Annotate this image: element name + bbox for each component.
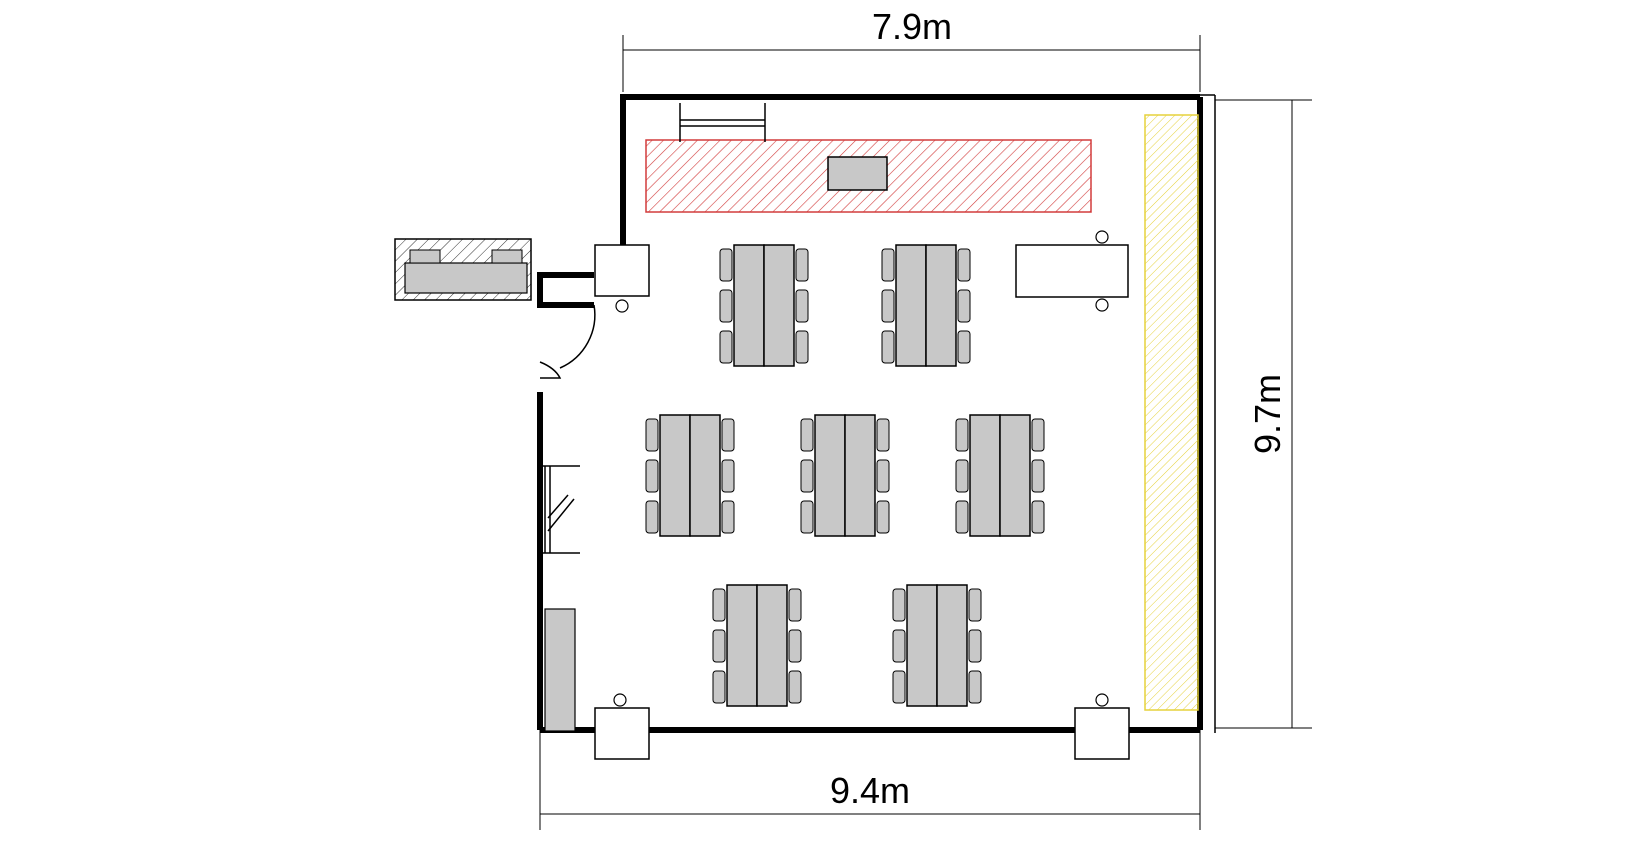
chair — [788, 588, 802, 622]
chair — [719, 248, 733, 282]
dimension-right — [1215, 99, 1312, 729]
screen-frame — [679, 103, 766, 142]
chair — [957, 330, 971, 364]
dimension-right-label: 9.7m — [1247, 374, 1288, 454]
chair — [645, 500, 659, 534]
table — [936, 584, 968, 707]
table — [659, 414, 691, 537]
chair — [968, 629, 982, 663]
chair — [712, 629, 726, 663]
chair — [712, 588, 726, 622]
podium — [827, 156, 888, 191]
table — [689, 414, 721, 537]
table — [895, 244, 927, 367]
chair — [881, 330, 895, 364]
table-group — [645, 414, 735, 537]
dimension-bottom-label: 9.4m — [830, 770, 910, 811]
chair — [968, 670, 982, 704]
table — [733, 244, 765, 367]
chair — [788, 670, 802, 704]
table-group — [892, 584, 982, 707]
table — [756, 584, 788, 707]
table-group — [881, 244, 971, 367]
chair — [892, 629, 906, 663]
chair — [721, 500, 735, 534]
chair — [876, 418, 890, 452]
table-groups — [645, 244, 1045, 707]
chair — [719, 289, 733, 323]
chair — [712, 670, 726, 704]
window-strip — [1144, 114, 1199, 711]
chair — [955, 418, 969, 452]
table — [726, 584, 758, 707]
dimension-top-label: 7.9m — [872, 6, 952, 47]
chair — [721, 459, 735, 493]
desk-top-right — [1015, 230, 1129, 312]
chair — [800, 459, 814, 493]
chair — [795, 330, 809, 364]
table — [969, 414, 1001, 537]
table-group — [719, 244, 809, 367]
table — [814, 414, 846, 537]
chair — [645, 459, 659, 493]
dimension-top — [622, 35, 1201, 92]
chair — [721, 418, 735, 452]
chair — [881, 248, 895, 282]
chair — [1031, 459, 1045, 493]
table-group — [800, 414, 890, 537]
table — [763, 244, 795, 367]
desk-bottom-right — [1074, 693, 1130, 760]
chair — [1031, 500, 1045, 534]
chair — [955, 500, 969, 534]
door — [539, 304, 596, 379]
chair — [788, 629, 802, 663]
table-group — [712, 584, 802, 707]
chair — [795, 248, 809, 282]
dimension-bottom — [539, 730, 1201, 830]
chair — [957, 289, 971, 323]
desk-bottom-left — [594, 693, 650, 760]
outside-bench — [394, 238, 532, 301]
chair — [719, 330, 733, 364]
chair — [645, 418, 659, 452]
chair — [800, 418, 814, 452]
chair — [957, 248, 971, 282]
chair — [968, 588, 982, 622]
table — [844, 414, 876, 537]
table — [906, 584, 938, 707]
chair — [892, 670, 906, 704]
table — [999, 414, 1031, 537]
chair — [876, 500, 890, 534]
chair — [800, 500, 814, 534]
chair — [1031, 418, 1045, 452]
chair — [881, 289, 895, 323]
table-group — [955, 414, 1045, 537]
chair — [955, 459, 969, 493]
table — [925, 244, 957, 367]
chair — [795, 289, 809, 323]
left-wall-window — [540, 465, 580, 554]
desk-top-left — [594, 244, 650, 313]
wall-cabinet — [544, 608, 576, 732]
chair — [876, 459, 890, 493]
chair — [892, 588, 906, 622]
